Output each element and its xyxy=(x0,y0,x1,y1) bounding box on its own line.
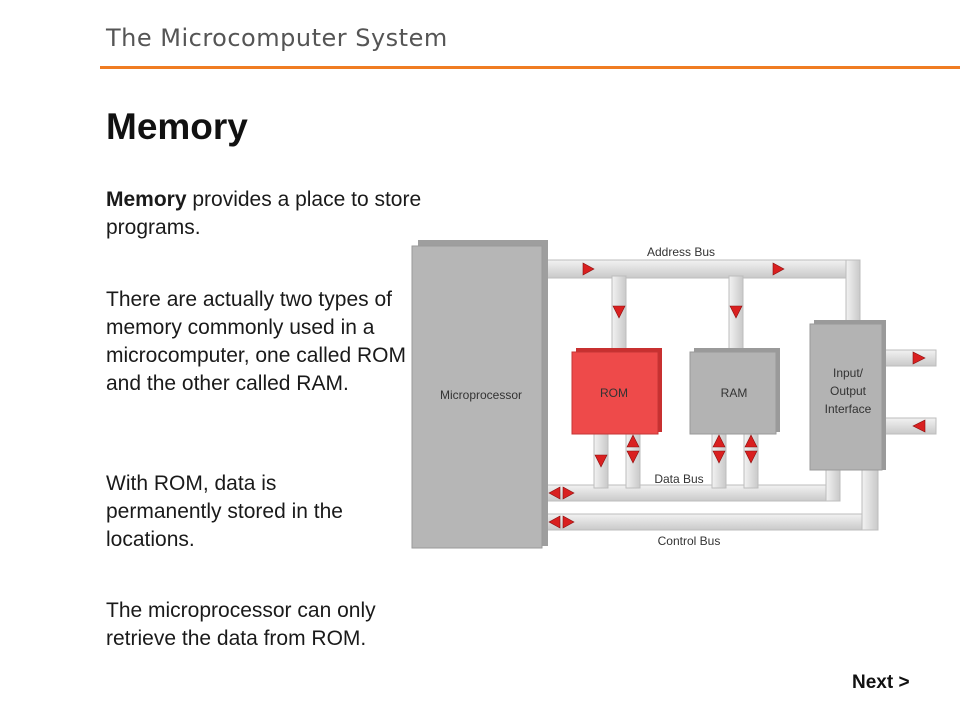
io-label-line1: Input/ xyxy=(833,366,864,380)
arrow-left-icon xyxy=(548,486,561,500)
address-bus-label: Address Bus xyxy=(647,245,715,259)
rom-block: ROM xyxy=(571,348,662,435)
arrow-right-icon xyxy=(562,515,575,529)
arrow-down-icon xyxy=(744,450,758,464)
page-title: Memory xyxy=(106,106,248,147)
microprocessor-block: Microprocessor xyxy=(411,240,548,549)
memory-term: Memory xyxy=(106,188,187,211)
paragraph-rom: With ROM, data is permanently stored in … xyxy=(106,472,343,551)
arrow-down-icon xyxy=(594,454,608,468)
ram-label: RAM xyxy=(721,386,748,400)
arrow-right-icon xyxy=(912,351,926,365)
arrow-right-icon xyxy=(772,262,785,276)
io-label-line2: Output xyxy=(830,384,867,398)
bus-arrows xyxy=(548,262,926,529)
arrow-up-icon xyxy=(744,434,758,448)
io-ports xyxy=(883,349,937,435)
paragraph-memory-types: There are actually two types of memory c… xyxy=(106,288,406,395)
address-bus xyxy=(545,259,861,351)
memory-intro-text: provides a place to store programs. xyxy=(106,188,422,239)
io-interface-block: Input/ Output Interface xyxy=(809,320,886,471)
rom-label: ROM xyxy=(600,386,628,400)
arrow-down-icon xyxy=(712,450,726,464)
data-bus-label: Data Bus xyxy=(654,472,703,486)
arrow-right-icon xyxy=(582,262,595,276)
control-bus-label: Control Bus xyxy=(658,534,721,548)
arrow-right-icon xyxy=(562,486,575,500)
arrow-down-icon xyxy=(626,450,640,464)
arrow-down-icon xyxy=(729,305,743,319)
arrow-left-icon xyxy=(548,515,561,529)
arrow-up-icon xyxy=(712,434,726,448)
arrow-up-icon xyxy=(626,434,640,448)
ram-block: RAM xyxy=(689,348,780,435)
header-title: The Microcomputer System xyxy=(106,24,448,52)
paragraph-retrieve: The microprocessor can only retrieve the… xyxy=(106,599,376,650)
io-label-line3: Interface xyxy=(825,402,872,416)
next-button[interactable]: Next > xyxy=(852,672,910,693)
header-divider xyxy=(100,66,960,69)
arrow-down-icon xyxy=(612,305,626,319)
microprocessor-label: Microprocessor xyxy=(440,388,522,402)
arrow-left-icon xyxy=(912,419,926,433)
paragraph-memory-intro: Memory provides a place to store program… xyxy=(106,186,426,242)
data-bus xyxy=(545,429,831,502)
